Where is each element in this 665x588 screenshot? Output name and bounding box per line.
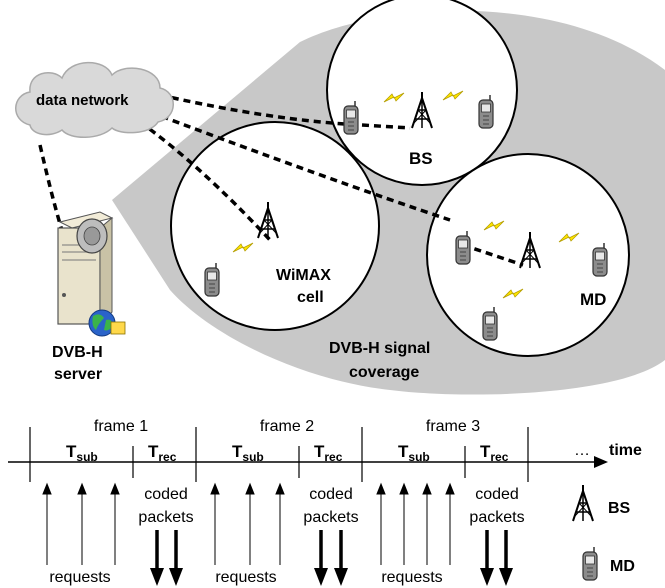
time-axis-arrowhead bbox=[594, 456, 608, 468]
legend-tower-icon bbox=[572, 484, 594, 522]
frame-label: frame 3 bbox=[426, 418, 480, 435]
period-dividers bbox=[132, 446, 466, 478]
packets-label-3: packets bbox=[469, 509, 524, 526]
md-cell bbox=[426, 153, 630, 357]
requests-label-3: requests bbox=[381, 569, 442, 586]
wimax-label-2: cell bbox=[297, 289, 324, 306]
requests-label-1: requests bbox=[49, 569, 110, 586]
frame-label: frame 2 bbox=[260, 418, 314, 435]
coded-label-1: coded bbox=[144, 486, 188, 503]
t-rec-label: Trec bbox=[148, 442, 177, 464]
cloud-label: data network bbox=[36, 92, 129, 109]
coded-packet-arrows bbox=[150, 530, 513, 586]
packets-label-2: packets bbox=[303, 509, 358, 526]
md-phone-icon bbox=[343, 100, 359, 135]
md-phone-icon bbox=[482, 306, 498, 341]
md-phone-icon bbox=[592, 242, 608, 277]
md-phone-icon bbox=[204, 262, 220, 297]
md-phone-icon bbox=[478, 94, 494, 129]
coded-label-2: coded bbox=[309, 486, 353, 503]
t-rec-label: Trec bbox=[480, 442, 509, 464]
server-label-2: server bbox=[54, 366, 102, 383]
requests-label-2: requests bbox=[215, 569, 276, 586]
frame-label: frame 1 bbox=[94, 418, 148, 435]
t-rec-label: Trec bbox=[314, 442, 343, 464]
md-label: MD bbox=[580, 290, 606, 309]
t-sub-label: Tsub bbox=[66, 442, 98, 464]
time-axis-label: time bbox=[609, 442, 642, 459]
coverage-label-2: coverage bbox=[349, 364, 419, 381]
frame-boundaries bbox=[29, 427, 529, 482]
md-phone-icon bbox=[455, 230, 471, 265]
request-arrows bbox=[42, 482, 455, 565]
dashed-links bbox=[38, 93, 524, 267]
server-icon bbox=[57, 211, 126, 337]
legend-md-label: MD bbox=[610, 558, 635, 575]
coverage-label-1: DVB-H signal bbox=[329, 340, 430, 357]
coded-label-3: coded bbox=[475, 486, 519, 503]
t-sub-label: Tsub bbox=[398, 442, 430, 464]
wimax-label-1: WiMAX bbox=[276, 267, 331, 284]
legend-bs-label: BS bbox=[608, 500, 631, 517]
server-label-1: DVB-H bbox=[52, 344, 103, 361]
time-ellipsis: … bbox=[574, 442, 590, 459]
bs-label: BS bbox=[409, 149, 433, 168]
t-sub-label: Tsub bbox=[232, 442, 264, 464]
packets-label-1: packets bbox=[138, 509, 193, 526]
legend-phone-icon bbox=[582, 546, 598, 581]
cloud-icon bbox=[15, 61, 174, 138]
